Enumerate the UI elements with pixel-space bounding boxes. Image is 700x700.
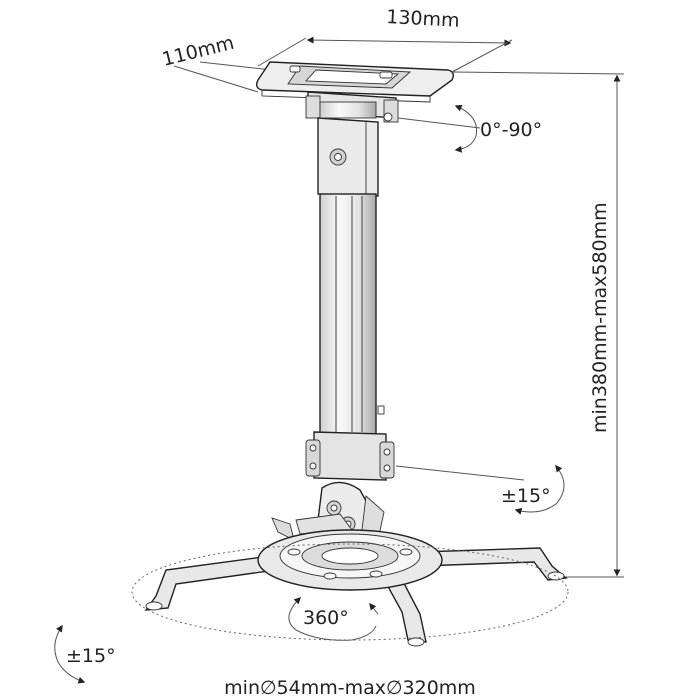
tilt-mid-label: ±15° [501, 485, 551, 507]
rotation-indicator: 360° [288, 597, 379, 641]
tilt-mid-indicator: ±15° [395, 464, 565, 515]
depth-dimension: 110mm [160, 32, 273, 93]
tilt-bottom-label: ±15° [66, 645, 116, 667]
height-dimension: min380mm-max580mm [451, 71, 625, 578]
lower-clamp [305, 431, 395, 481]
tilt-top-indicator: 0°-90° [397, 104, 542, 153]
upper-clamp [317, 117, 379, 197]
tilt-bottom-indicator: ±15° [54, 624, 116, 684]
rotation-label: 360° [303, 607, 349, 629]
tilt-top-label: 0°-90° [480, 119, 542, 141]
mounting-plate [257, 529, 443, 591]
width-dimension: 130mm [257, 6, 513, 73]
width-label: 130mm [386, 6, 460, 32]
tilt-knob [383, 112, 393, 122]
diameter-label: min∅54mm-max∅320mm [224, 677, 476, 699]
height-label: min380mm-max580mm [589, 202, 611, 433]
